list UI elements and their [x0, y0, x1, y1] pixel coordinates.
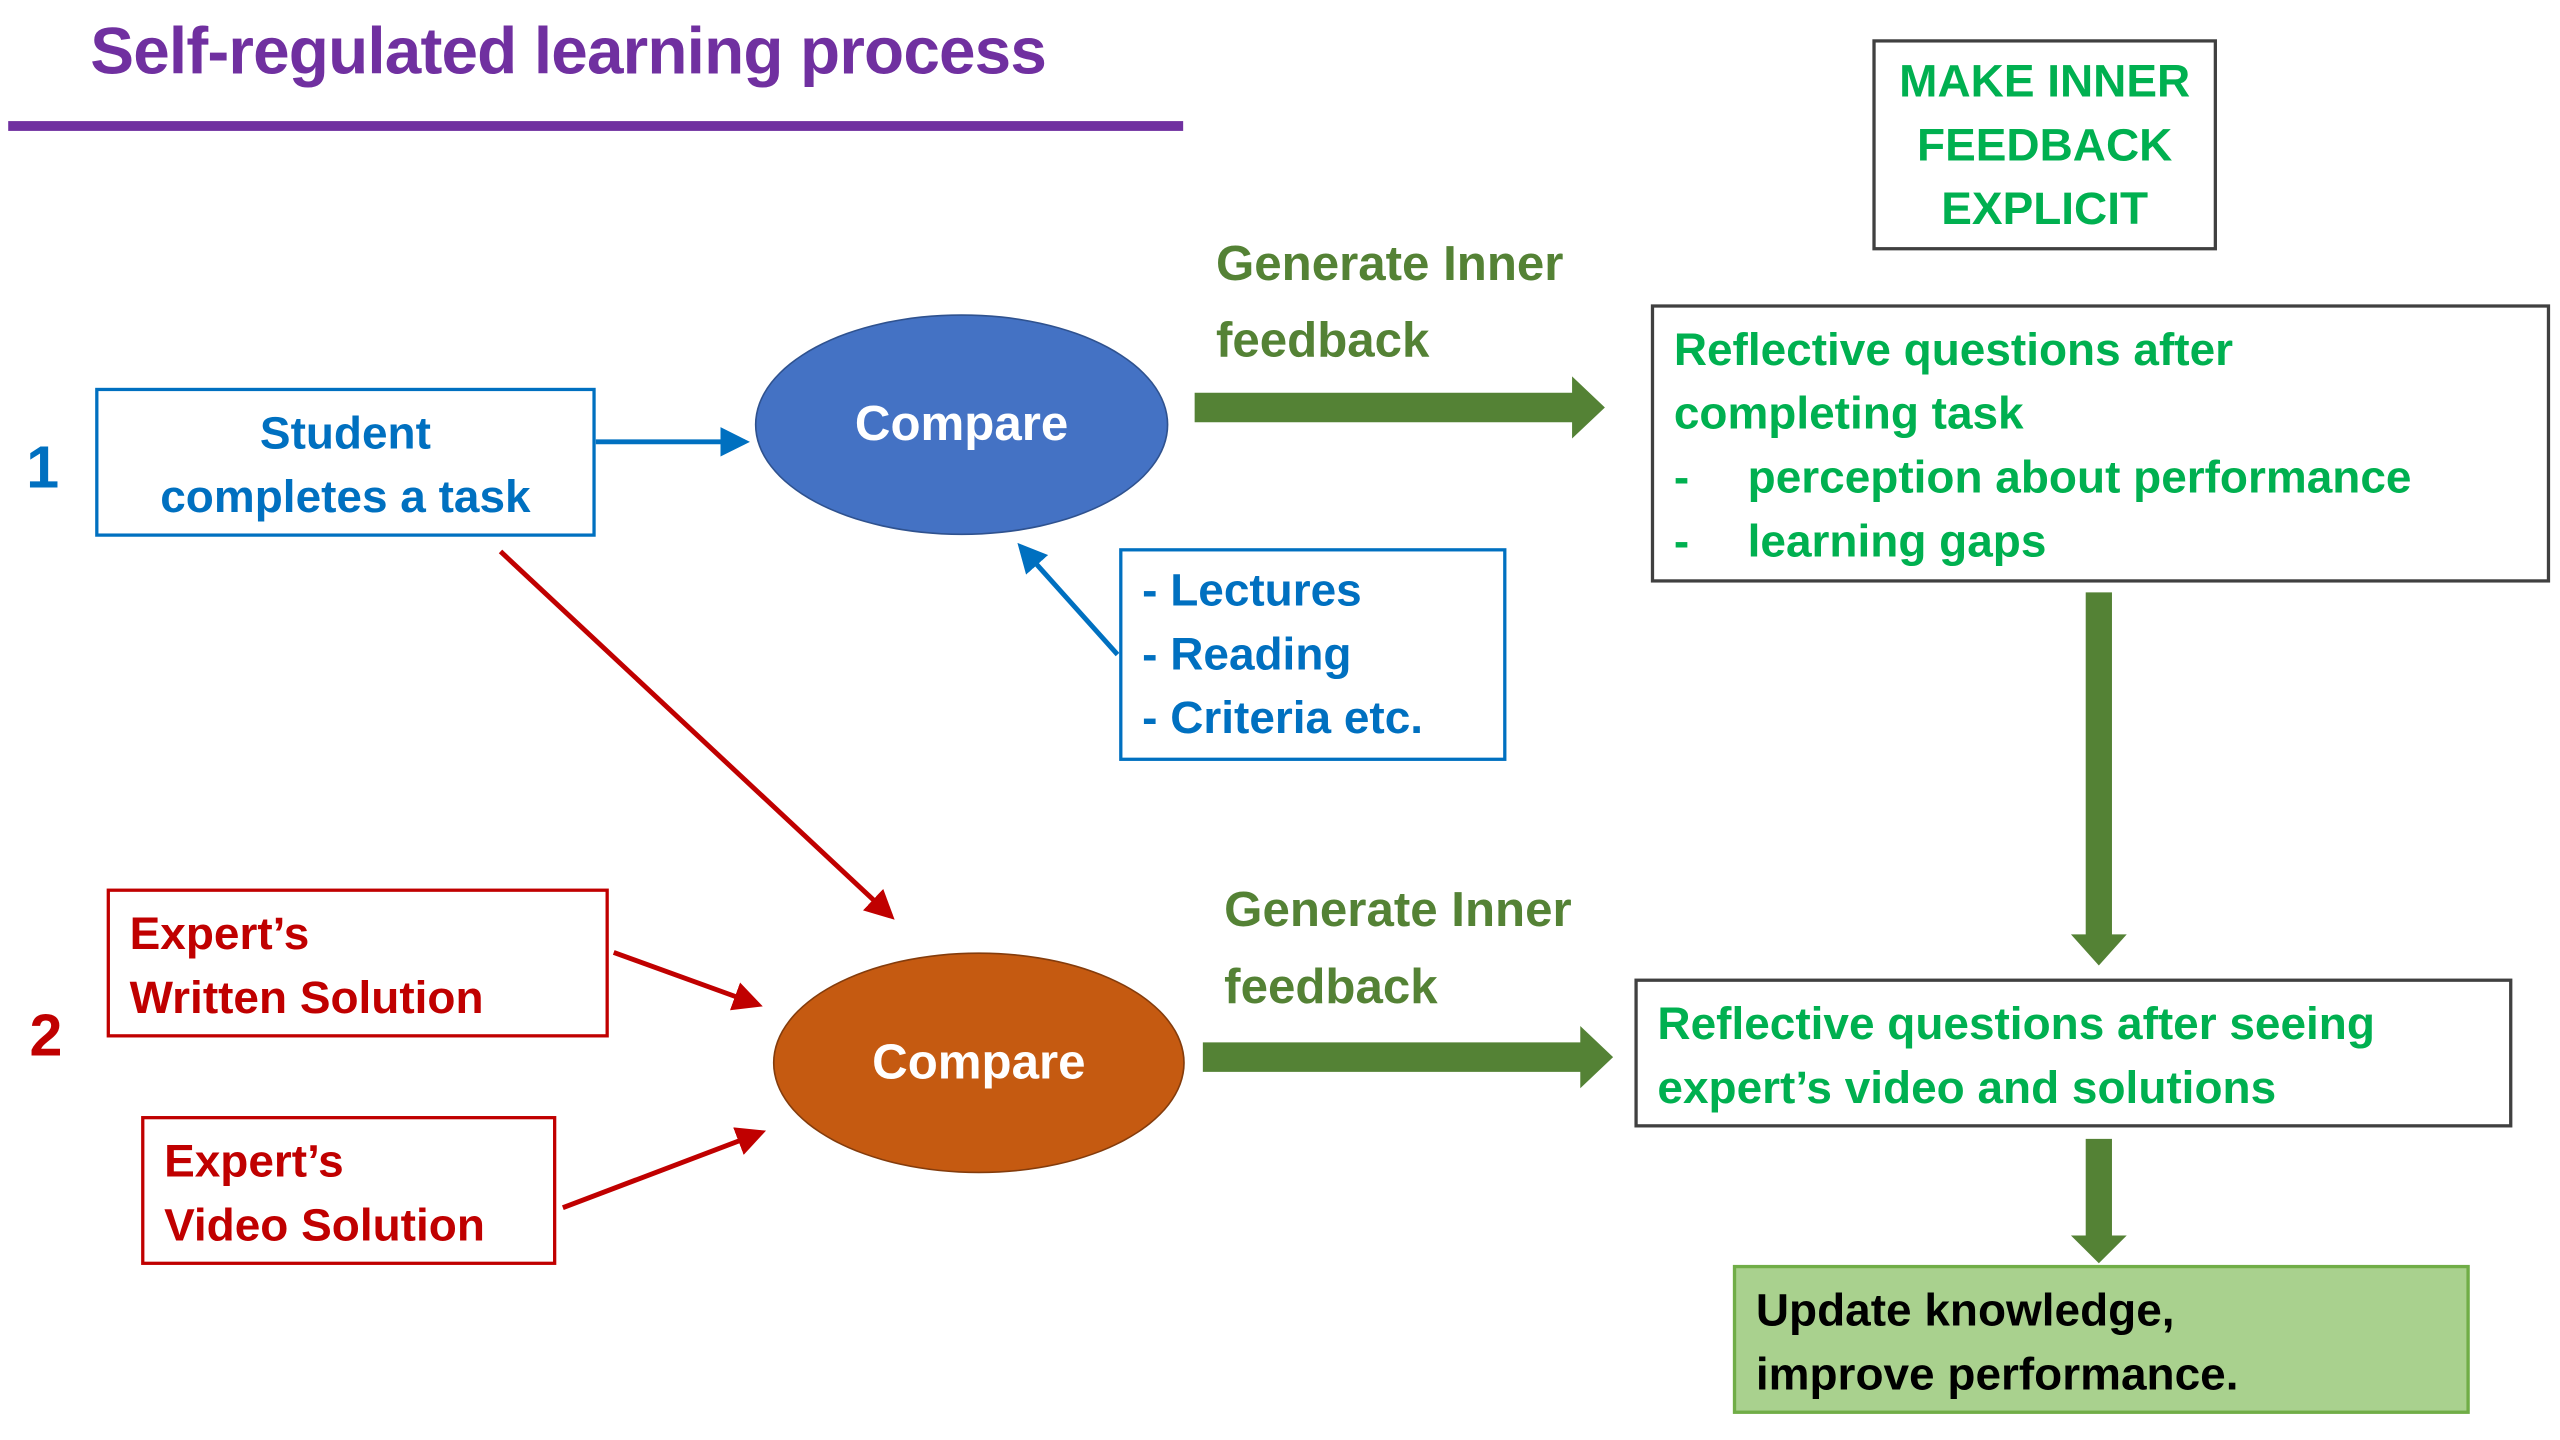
outcome-line1: Update knowledge, [1755, 1284, 2175, 1336]
callout-line2: FEEDBACK [1917, 119, 2173, 171]
callout-line3: EXPLICIT [1941, 183, 2149, 235]
callout-line1: MAKE INNER [1899, 55, 2191, 107]
feedback-label-1-line1: Generate Inner [1215, 237, 1564, 292]
bullet-marker: - [1673, 451, 1690, 503]
reflective-1-line2: completing task [1673, 387, 2024, 439]
bullet-marker: - [1673, 515, 1690, 567]
compare-ellipse-2: Compare [772, 952, 1185, 1174]
reflective-box-2: Reflective questions after seeing expert… [1634, 978, 2513, 1128]
reflective-2-line2: expert’s video and solutions [1657, 1062, 2277, 1113]
video-to-compare2-arrow [561, 1127, 767, 1210]
student-task-box: Student completes a task [95, 387, 596, 537]
compare-label-1: Compare [854, 396, 1069, 451]
reflective-1-line1: Reflective questions after [1673, 324, 2234, 375]
feedback-label-2-line2: feedback [1224, 960, 1438, 1015]
outcome-box: Update knowledge, improve performance. [1732, 1264, 2470, 1414]
reflective1-to-reflective2-arrow [2070, 592, 2127, 966]
resource-item: - Reading [1142, 628, 1352, 680]
written-solution-line2: Written Solution [129, 972, 484, 1023]
written-to-compare2-arrow [612, 950, 763, 1011]
feedback-label-2: Generate Inner feedback [1224, 872, 1571, 1026]
student-to-compare2-arrow [498, 549, 895, 920]
video-solution-line2: Video Solution [164, 1199, 485, 1251]
expert-video-solution-box: Expert’s Video Solution [141, 1116, 557, 1265]
reflective-bullet: - learning gaps [1674, 509, 2547, 573]
path-number-2: 2 [29, 1001, 63, 1069]
feedback-label-1: Generate Inner feedback [1216, 226, 1563, 380]
feedback2-arrow [1202, 1026, 1614, 1089]
bullet-text: learning gaps [1747, 515, 2047, 567]
reflective-2-line1: Reflective questions after seeing [1657, 998, 2375, 1049]
reflective-box-1: Reflective questions after completing ta… [1650, 304, 2551, 583]
compare-label-2: Compare [872, 1035, 1086, 1090]
reflective2-to-outcome-arrow [2070, 1138, 2127, 1264]
resources-box: - Lectures - Reading - Criteria etc. [1119, 548, 1507, 761]
page-title: Self-regulated learning process [90, 16, 1047, 89]
feedback-label-2-line1: Generate Inner [1224, 883, 1572, 938]
outcome-line2: improve performance. [1755, 1348, 2239, 1400]
feedback1-arrow [1194, 376, 1605, 439]
feedback-label-1-line2: feedback [1215, 314, 1430, 369]
resources-to-compare1-arrow [1017, 542, 1120, 657]
bullet-text: perception about performance [1747, 451, 2412, 503]
resource-item: - Criteria etc. [1142, 692, 1424, 743]
path-number-1: 1 [26, 433, 60, 501]
written-solution-line1: Expert’s [129, 908, 310, 959]
resource-item: - Lectures [1142, 564, 1362, 616]
title-underline [8, 121, 1184, 131]
student-task-line1: Student [259, 407, 431, 459]
compare-ellipse-1: Compare [754, 314, 1169, 536]
video-solution-line1: Expert’s [164, 1135, 344, 1187]
expert-written-solution-box: Expert’s Written Solution [106, 888, 609, 1038]
make-feedback-explicit-callout: MAKE INNER FEEDBACK EXPLICIT [1872, 39, 2217, 251]
reflective-bullet: - perception about performance [1674, 445, 2547, 509]
student-task-line2: completes a task [160, 471, 531, 523]
